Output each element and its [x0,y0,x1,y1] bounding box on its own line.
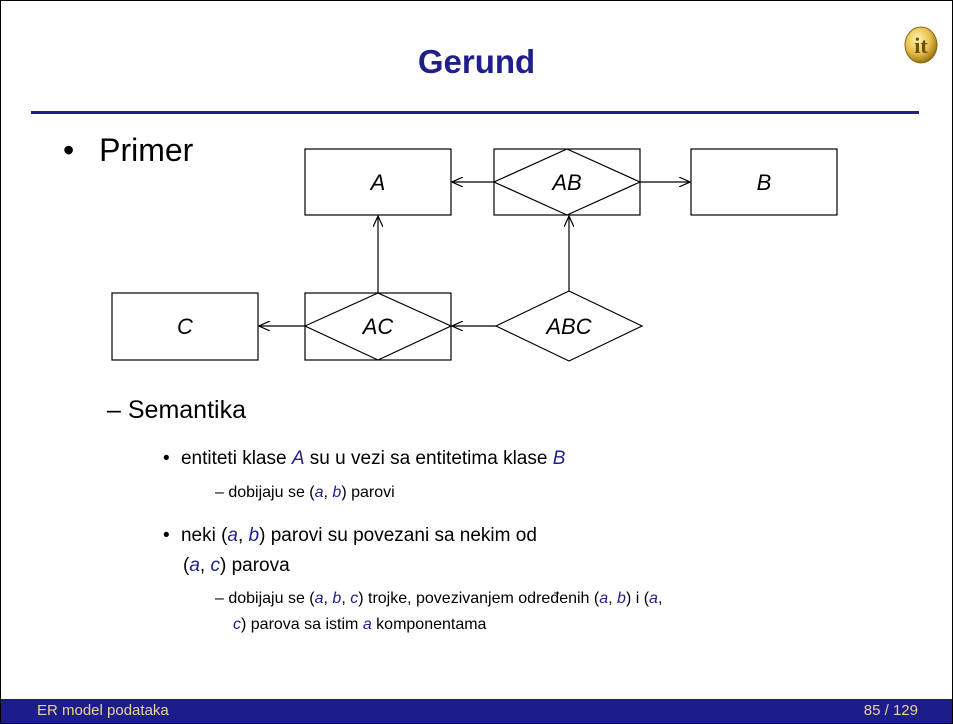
seg-em: c [350,590,359,607]
seg: komponentama [371,616,487,633]
sub-heading-text: Semantika [127,396,246,424]
label-ac: AC [361,314,394,339]
bullet-line-4: (a, c) parova [183,555,290,577]
seg: ) trojke, povezivanjem određenih ( [358,590,600,607]
seg: dobijaju se ( [228,484,315,501]
bullet-primer: • Primer [63,132,193,169]
seg: ) parova [219,555,290,576]
seg: , [199,555,211,576]
dash: – [107,396,128,424]
seg: , [323,484,333,501]
label-b: B [757,170,772,195]
seg: , [341,590,351,607]
label-abc: ABC [544,314,591,339]
slide-title: Gerund [417,43,536,80]
logo-text: it [914,33,928,58]
footer-course-title: ER model podataka [37,702,169,719]
seg-em: a [314,484,324,501]
seg: ) i ( [625,590,650,607]
seg: dobijaju se ( [228,590,315,607]
bullet-primer-text: Primer [99,132,194,168]
seg: ( [183,555,190,576]
sub-bullet-line-6: c) parova sa istim a komponentama [233,616,486,634]
logo-icon: it [904,26,938,64]
seg: , [323,590,333,607]
label-a: A [369,170,386,195]
sub-bullet-line-2: – dobijaju se (a, b) parovi [215,484,395,502]
seg: ) parova sa istim [241,616,363,633]
text: entiteti klase A su u vezi sa entitetima… [181,448,565,469]
bullet-dot: • [163,448,170,469]
seg-em: b [332,484,342,501]
bullet-dot: • [163,525,170,546]
seg: , [657,590,663,607]
footer-bar: ER model podataka 85 / 129 [1,699,952,723]
seg: , [608,590,618,607]
seg-em: a [314,590,324,607]
seg-em: c [210,555,220,576]
sub-heading: – Semantika [107,396,246,425]
seg-em: a [227,525,238,546]
footer-page-number: 85 / 129 [863,702,918,719]
seg: neki ( [180,525,228,546]
bullet-line-1: • entiteti klase A su u vezi sa entiteti… [163,448,565,470]
seg-em: a [362,616,372,633]
seg-em: a [599,590,609,607]
seg: ) parovi [341,484,395,501]
seg-em: b [248,525,260,546]
bullet-dot: • [63,132,75,168]
dash: – [215,590,229,607]
label-ab: AB [550,170,581,195]
seg-em: b [617,590,626,607]
label-c: C [177,314,193,339]
seg-em: c [233,616,241,633]
entity-b [690,148,838,216]
bullet-line-3: • neki (a, b) parovi su povezani sa neki… [163,525,537,547]
seg: entiteti klase [180,448,292,469]
relationship-abc [494,290,644,362]
seg: , [237,525,249,546]
seg-em: A [291,448,305,469]
seg-em: b [332,590,342,607]
title-rule [31,111,919,114]
seg: ) parovi su povezani sa nekim od [259,525,537,546]
seg: su u vezi sa entitetima klase [304,448,553,469]
seg-em: B [552,448,566,469]
seg-em: a [189,555,200,576]
sub-bullet-line-5: – dobijaju se (a, b, c) trojke, poveziva… [215,590,662,608]
text: neki (a, b) parovi su povezani sa nekim … [181,525,537,546]
seg-em: a [649,590,658,607]
dash: – [215,484,229,501]
